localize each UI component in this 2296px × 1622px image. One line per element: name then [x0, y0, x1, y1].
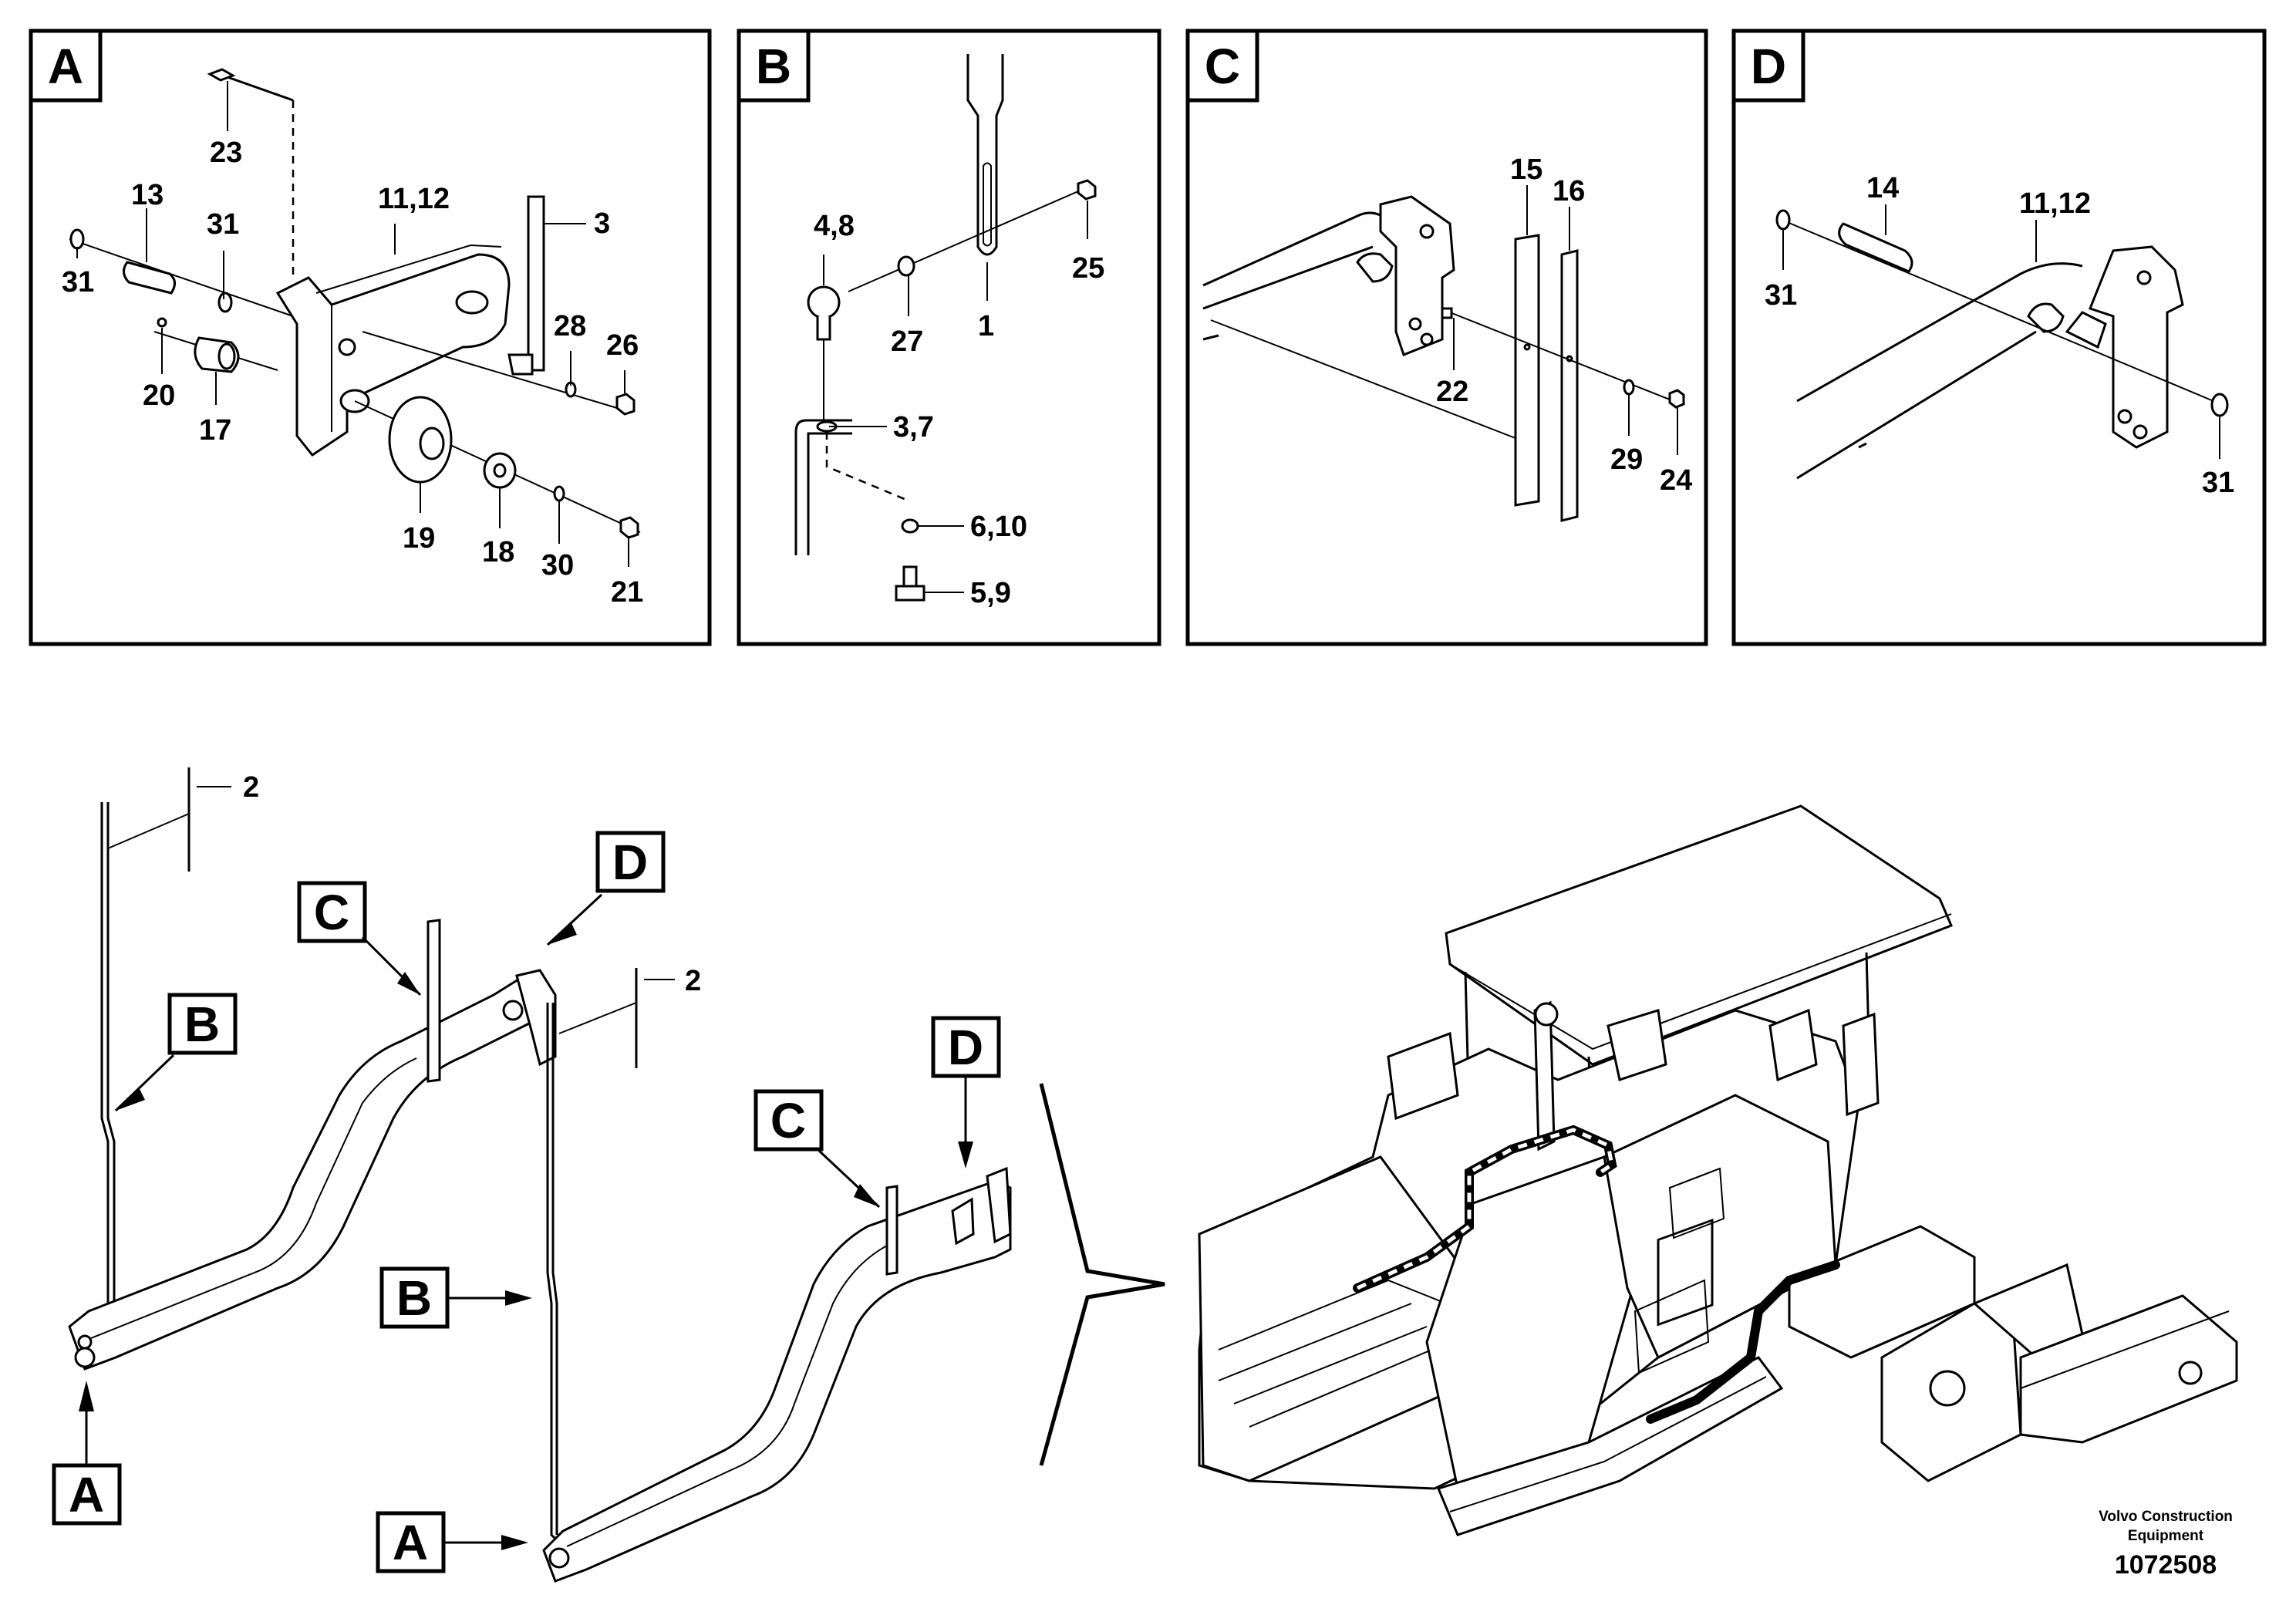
label-3: 3 [594, 207, 610, 240]
label-19: 19 [403, 522, 435, 555]
label-31-left: 31 [62, 266, 94, 298]
label-31-d-left: 31 [1765, 279, 1797, 312]
label-30: 30 [541, 549, 574, 582]
label-21: 21 [611, 576, 643, 609]
overview-left-assembly: 2 2 C D [52, 767, 1165, 1583]
svg-text:B: B [396, 1270, 432, 1326]
label-13: 13 [131, 179, 164, 211]
callout-b-left: B [114, 993, 238, 1112]
drawing-footer: Volvo Construction Equipment 1072508 [2099, 1509, 2233, 1580]
label-26: 26 [606, 329, 639, 362]
label-6-10: 6,10 [970, 511, 1027, 543]
callout-c-top: C [297, 881, 422, 996]
label-31-upper: 31 [207, 208, 239, 241]
svg-text:C: C [314, 885, 349, 940]
svg-text:A: A [69, 1467, 104, 1523]
callout-a-right: A [376, 1511, 528, 1573]
label-15: 15 [1510, 153, 1542, 186]
label-16: 16 [1553, 175, 1585, 207]
label-20: 20 [143, 379, 175, 412]
label-25: 25 [1072, 252, 1104, 285]
label-4-8: 4,8 [814, 210, 855, 242]
panel-b: B 4,8 25 27 1 3,7 6,10 [737, 29, 1161, 646]
panel-b-letter: B [756, 39, 791, 94]
label-18: 18 [482, 536, 514, 568]
svg-text:A: A [393, 1515, 428, 1570]
panel-a-letter: A [48, 39, 83, 94]
panel-d-letter: D [1751, 39, 1786, 94]
label-11-12: 11,12 [378, 183, 450, 215]
label-22: 22 [1436, 376, 1468, 408]
callout-2-left: 2 [243, 771, 259, 804]
label-5-9: 5,9 [970, 577, 1011, 609]
label-1: 1 [978, 310, 994, 342]
label-14: 14 [1866, 172, 1899, 204]
label-23: 23 [210, 137, 242, 169]
footer-company-line2: Equipment [2128, 1528, 2204, 1544]
panel-c: C 15 16 22 29 24 [1185, 29, 1708, 646]
label-27: 27 [891, 325, 923, 358]
callout-2-right: 2 [685, 965, 701, 997]
callout-d-right: D [931, 1016, 1001, 1168]
panel-a: A [29, 29, 712, 646]
callout-b-right: B [379, 1266, 532, 1329]
label-3-7: 3,7 [893, 411, 934, 443]
callout-a-left: A [52, 1381, 122, 1526]
label-31-d-right: 31 [2202, 467, 2234, 499]
footer-drawing-number: 1072508 [2115, 1550, 2217, 1580]
footer-company-line1: Volvo Construction [2099, 1509, 2233, 1525]
label-24: 24 [1660, 464, 1692, 497]
svg-text:D: D [948, 1020, 983, 1075]
svg-text:C: C [770, 1093, 806, 1148]
paver-machine-illustration [1198, 804, 2238, 1536]
panel-c-letter: C [1205, 39, 1240, 94]
callout-c-right: C [754, 1089, 881, 1209]
label-17: 17 [199, 414, 231, 447]
panel-d: D 14 11,12 31 31 [1731, 29, 2267, 646]
svg-text:D: D [612, 835, 648, 890]
svg-text:B: B [184, 996, 220, 1052]
label-29: 29 [1610, 443, 1643, 476]
callout-d-top: D [546, 831, 666, 946]
label-11-12-d: 11,12 [2019, 187, 2091, 220]
label-28: 28 [554, 310, 586, 342]
